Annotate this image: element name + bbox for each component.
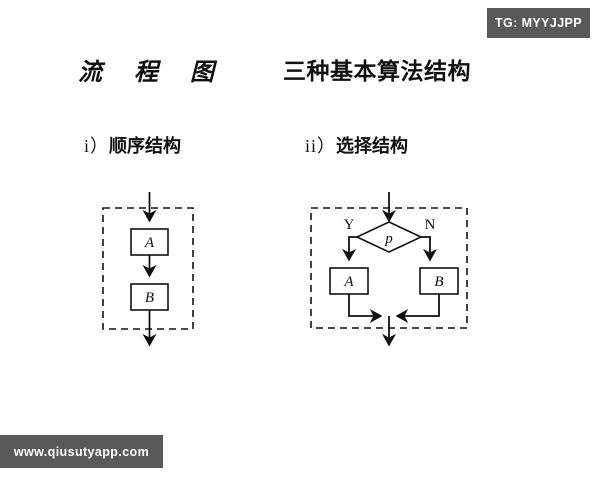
title-main-text: 流 程 图 [78, 60, 227, 86]
page-title: 流 程 图 三种基本算法结构 [0, 52, 600, 86]
node-process-b-sequence [130, 283, 169, 311]
section-label-1: 顺序结构 [109, 136, 182, 157]
node-label-b-sequence: B [145, 290, 154, 306]
site-watermark-badge: www.qiusutyapp.com [0, 435, 163, 468]
edge-a-to-merge [348, 294, 383, 324]
dashed-region-sequence [102, 207, 194, 330]
telegram-watermark-badge: TG: MYYJJPP [487, 8, 590, 38]
branch-label-no: N [425, 217, 436, 233]
node-process-a-sequence [130, 228, 169, 256]
node-label-p: p [384, 231, 393, 247]
section-index-2: ii） [305, 136, 337, 156]
diagram-selection: p Y N A B [310, 192, 468, 347]
section-heading-sequence: i）顺序结构 [84, 132, 181, 158]
branch-label-yes: Y [344, 217, 355, 233]
dashed-region-selection [310, 207, 468, 329]
node-process-b-selection [419, 267, 459, 295]
diagram-sequence: A B [102, 192, 194, 347]
edge-p-to-a [341, 236, 357, 262]
node-condition-p [355, 221, 423, 253]
section-heading-selection: ii）选择结构 [305, 132, 408, 158]
section-label-2: 选择结构 [336, 136, 409, 157]
edge-p-to-b [421, 236, 438, 262]
node-label-b-selection: B [434, 274, 443, 290]
title-sub-text: 三种基本算法结构 [283, 59, 471, 85]
section-index-1: i） [84, 136, 110, 156]
node-process-a-selection [329, 267, 369, 295]
edge-b-to-merge [395, 294, 440, 324]
node-label-a-selection: A [343, 274, 354, 290]
node-label-a-sequence: A [144, 235, 155, 251]
